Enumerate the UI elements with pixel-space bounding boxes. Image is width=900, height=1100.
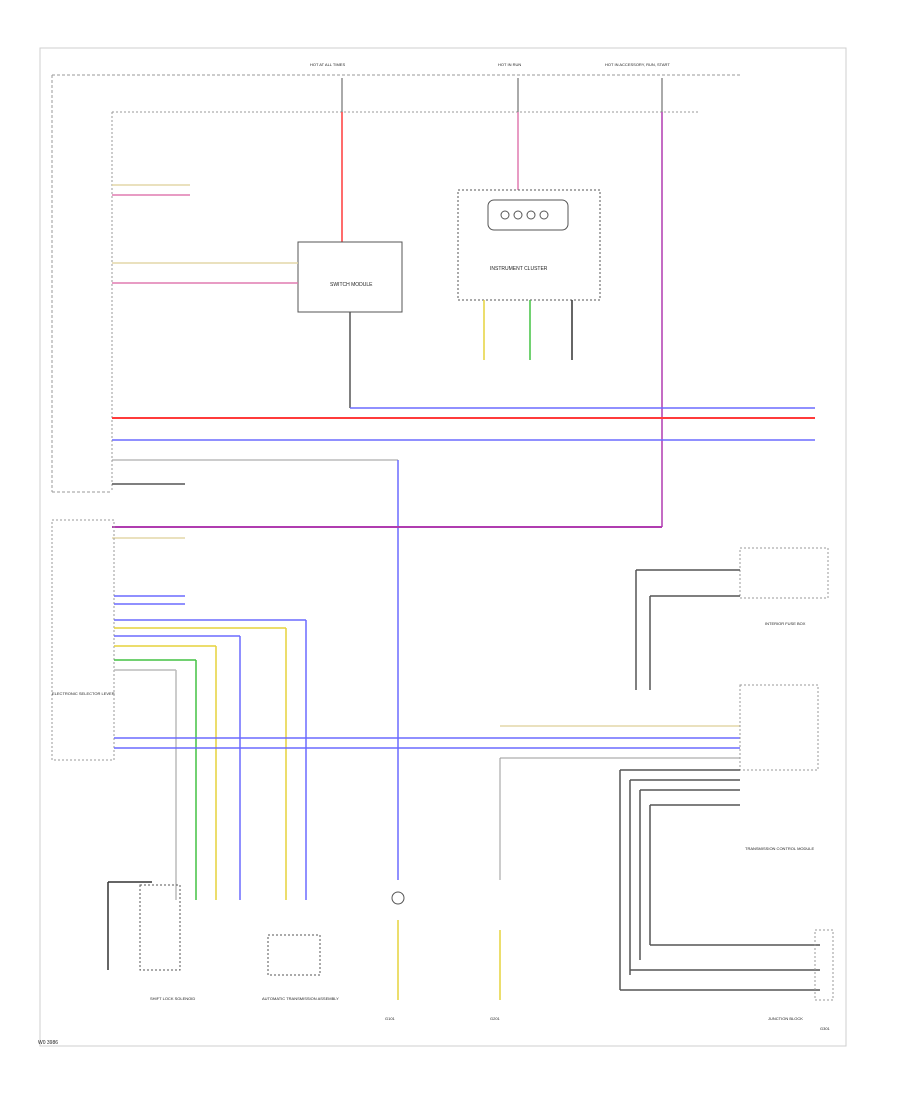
selector-lever-box: [51, 519, 115, 761]
instrument-cluster-label: INSTRUMENT CLUSTER: [490, 266, 548, 272]
dimmer-relay-label: INTERIOR FUSE BOX: [765, 621, 806, 626]
selector-lever-label: ELECTRONIC SELECTOR LEVER: [52, 691, 115, 696]
junction-block-box: [814, 929, 834, 1001]
diagram-frame: [39, 47, 847, 1047]
ground-label-3: G301: [820, 1026, 831, 1031]
top-label-middle: HOT IN RUN: [498, 62, 521, 67]
transmission-box: [267, 934, 321, 976]
top-label-right: HOT IN ACCESSORY, RUN, START: [605, 62, 670, 67]
shift-lock-box: [139, 884, 181, 971]
ground-label-2: G201: [490, 1016, 501, 1021]
transmission-label: AUTOMATIC TRANSMISSION ASSEMBLY: [262, 996, 339, 1001]
instrument-cluster-box: [457, 189, 601, 301]
tcm-connector-box: [739, 684, 819, 771]
junction-block-label: JUNCTION BLOCK: [768, 1016, 803, 1021]
tcm-module-label: TRANSMISSION CONTROL MODULE: [745, 846, 815, 851]
cluster-connector: [487, 199, 569, 231]
shift-lock-label: SHIFT LOCK SOLENOID: [150, 996, 195, 1001]
ground-label-1: G101: [385, 1016, 396, 1021]
diagram-code: W0 3986: [38, 1040, 59, 1046]
top-label-left: HOT AT ALL TIMES: [310, 62, 345, 67]
switch-module-label: SWITCH MODULE: [330, 282, 373, 288]
component-circle: [391, 891, 405, 905]
dimmer-relay-box: [739, 547, 829, 599]
switch-module-box: [297, 241, 403, 313]
